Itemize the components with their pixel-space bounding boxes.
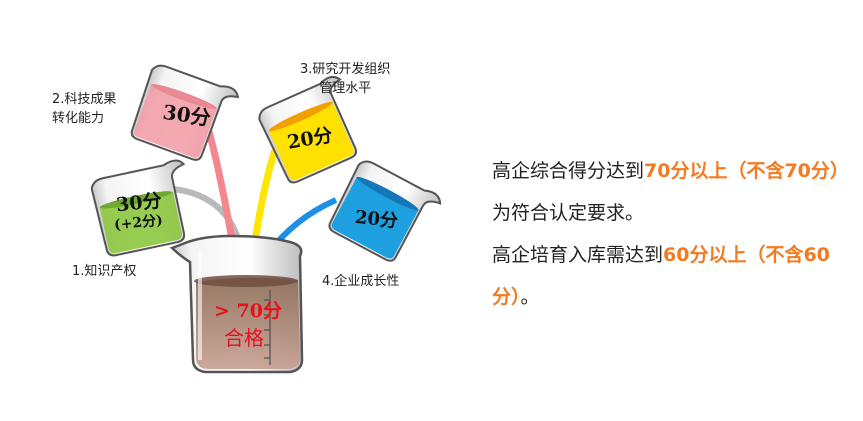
requirement-certification: 高企综合得分达到70分以上（不含70分）为符合认定要求。 — [492, 160, 849, 224]
requirement-cultivation: 高企培育入库需达到60分以上（不含60分）。 — [492, 244, 830, 308]
beaker-tech — [130, 64, 240, 161]
main-beaker — [169, 234, 304, 374]
highlight-70: 70分以上（不含70分） — [644, 160, 849, 182]
label-growth: 4.企业成长性 — [322, 274, 400, 289]
diagram-graphic — [90, 64, 442, 374]
label-tech: 2.科技成果 转化能力 — [52, 92, 117, 126]
result-threshold: > 70分 — [214, 300, 282, 322]
beaker-growth — [328, 160, 442, 262]
requirements-text: 高企综合得分达到70分以上（不含70分）为符合认定要求。 高企培育入库需达到60… — [492, 150, 852, 318]
scoring-diagram: 2.科技成果 转化能力 3.研究开发组织 管理水平 1.知识产权 4.企业成长性… — [52, 62, 442, 374]
result-pass: 合格 — [224, 326, 264, 350]
label-rd: 3.研究开发组织 管理水平 — [300, 62, 391, 96]
highlight-60: 60分以上（不含60分） — [492, 244, 830, 308]
beaker-rd — [258, 75, 358, 184]
beaker-ip — [90, 159, 186, 257]
label-ip: 1.知识产权 — [72, 264, 137, 279]
score-growth: 20分 — [353, 206, 399, 233]
